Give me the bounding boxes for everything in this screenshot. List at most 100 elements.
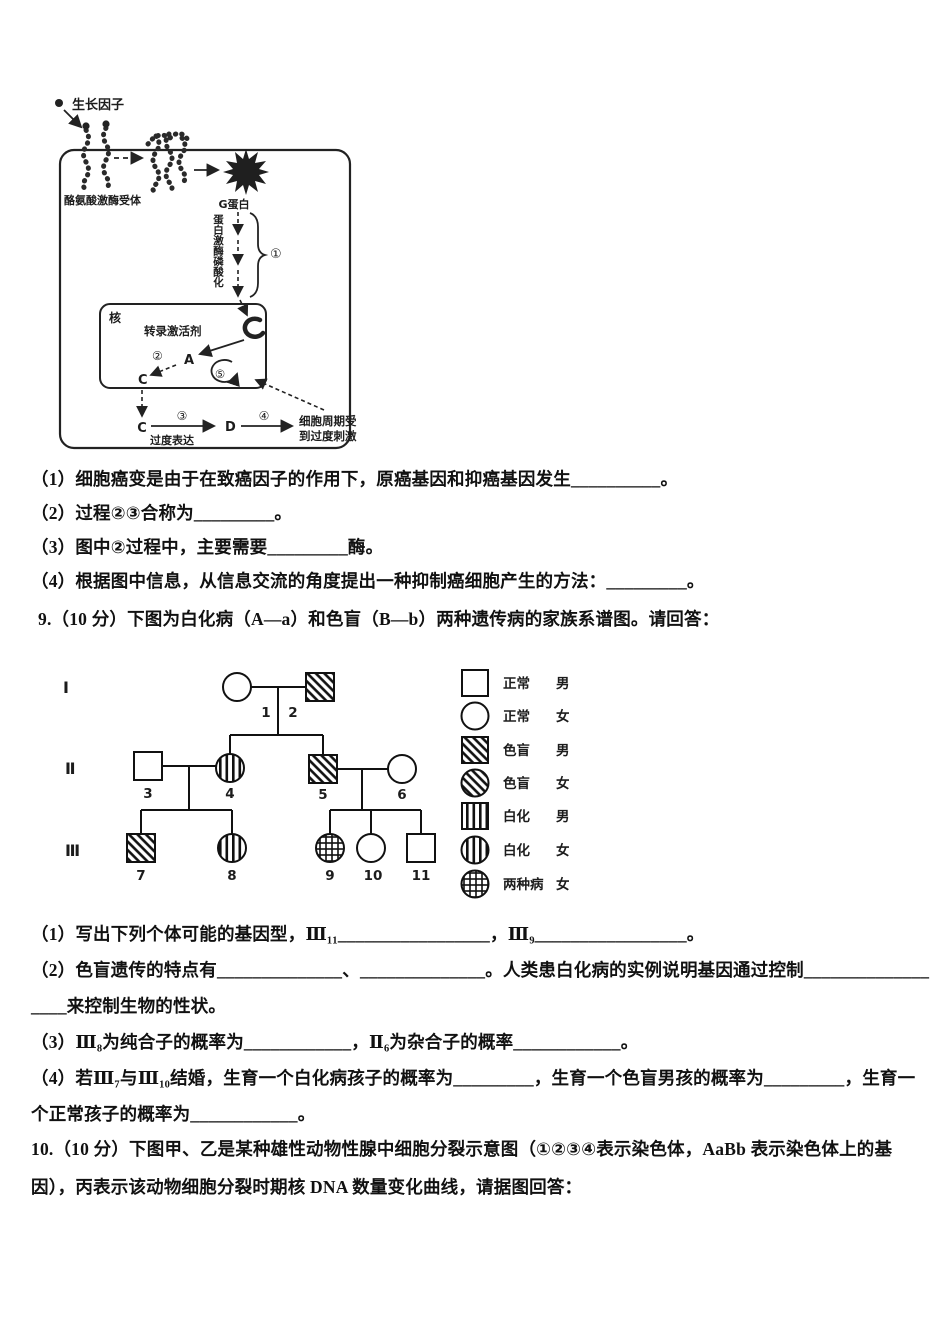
individual-III-9: [315, 833, 345, 863]
cascade-to-nucleus-arrow: [237, 299, 249, 317]
q9-question-3: （3）Ⅲ₈为纯合子的概率为____________，Ⅱ₆为杂合子的概率_____…: [31, 1032, 639, 1052]
svg-text:4: 4: [225, 786, 234, 802]
legend-shape-square-empty: [461, 669, 489, 697]
legend-disease-1: 正常: [503, 708, 530, 725]
growth-factor-dot: [55, 99, 63, 107]
q9-question-4-cont: 个正常孩子的概率为____________。: [31, 1104, 316, 1124]
svg-text:5: 5: [318, 787, 327, 803]
overexpression-label: 过度表达: [150, 433, 194, 447]
q8-question-1: （1）细胞癌变是由于在致癌因子的作用下，原癌基因和抑癌基因发生_________…: [31, 469, 679, 489]
cytoplasmC-label: C: [137, 421, 147, 436]
activator-blob: [242, 316, 266, 339]
step3-label: ③: [177, 409, 188, 423]
legend-sex-3: 女: [556, 775, 570, 792]
cancer-pathway-figure: 生长因子 酪氨酸激酶受体 G蛋白 蛋白激酶磷酸化: [55, 97, 357, 450]
q10-stem-line2: 因），丙表示该动物细胞分裂时期核 DNA 数量变化曲线，请据图回答：: [31, 1177, 583, 1197]
legend-disease-6: 两种病: [503, 876, 544, 893]
svg-text:8: 8: [227, 868, 236, 884]
cascade-label: 蛋白激酶磷酸化: [212, 214, 224, 288]
step4-label: ④: [259, 409, 270, 423]
q9-question-2: （2）色盲遗传的特点有______________、______________…: [31, 960, 930, 980]
effect-label-line1: 细胞周期受: [299, 414, 357, 428]
generation-label-3: Ⅲ: [65, 841, 80, 860]
legend-sex-1: 女: [556, 708, 570, 725]
individual-III-11: [406, 833, 436, 863]
legend-shape-circle-diagonal: [460, 768, 490, 798]
legend-shape-circle-cross: [460, 869, 490, 899]
replication-loop: [210, 359, 240, 388]
legend-disease-2: 色盲: [503, 742, 530, 759]
svg-text:2: 2: [288, 705, 297, 721]
feedback-arrow: [254, 378, 325, 411]
q8-question-4: （4）根据图中信息，从信息交流的角度提出一种抑制癌细胞产生的方法：_______…: [31, 571, 705, 591]
pedigree-numbers: 1 2 3 4 5 6 7 8 9 10 11: [136, 705, 430, 884]
q9-questions: （1）写出下列个体可能的基因型，Ⅲ₁₁_________________，Ⅲ₉_…: [31, 916, 931, 1132]
pedigree-legend: 正常 男 正常 女 色盲 男 色盲 女 白化 男 白化 女 两种病 女: [460, 669, 570, 899]
svg-text:6: 6: [397, 787, 406, 803]
legend-sex-0: 男: [556, 676, 570, 692]
growth-factor-arrow: [63, 109, 83, 129]
svg-text:1: 1: [261, 705, 270, 721]
individual-II-5: [308, 754, 338, 784]
pedigree-lines: [140, 686, 422, 834]
svg-text:9: 9: [325, 868, 334, 884]
receptor-label: 酪氨酸激酶受体: [64, 193, 142, 207]
step2-label: ②: [152, 349, 163, 363]
individual-III-8: [217, 833, 247, 863]
individual-III-7: [126, 833, 156, 863]
generation-label-1: Ⅰ: [63, 678, 69, 697]
q9-question-2-cont: ____来控制生物的性状。: [31, 996, 227, 1016]
productC-nucleus-label: C: [138, 373, 148, 388]
q8-question-2: （2）过程②③合称为_________。: [31, 503, 293, 523]
svg-text:10: 10: [364, 868, 383, 884]
gprotein-label: G蛋白: [218, 197, 249, 211]
q9-question-1: （1）写出下列个体可能的基因型，Ⅲ₁₁_________________，Ⅲ₉_…: [31, 924, 705, 944]
nucleus-label: 核: [109, 310, 121, 325]
growth-factor-label: 生长因子: [72, 97, 124, 113]
legend-sex-5: 女: [556, 842, 570, 859]
tyrosine-kinase-receptor: [81, 125, 111, 193]
legend-disease-5: 白化: [503, 842, 531, 859]
svg-text:11: 11: [412, 868, 431, 884]
geneA-label: A: [184, 353, 194, 368]
legend-disease-4: 白化: [503, 808, 531, 825]
activated-receptor-complex: [145, 131, 191, 193]
loop-step-label: ⑤: [215, 367, 225, 381]
individual-I-2: [305, 672, 335, 702]
legend-disease-3: 色盲: [503, 775, 530, 792]
effect-label-line2: 到过度刺激: [299, 429, 357, 443]
q9-question-4: （4）若Ⅲ₇与Ⅲ₁₀结婚，生育一个白化病孩子的概率为_________，生育一个…: [31, 1068, 916, 1088]
legend-shape-circle-empty: [460, 701, 490, 731]
q8-question-3: （3）图中②过程中，主要需要_________酶。: [31, 537, 384, 557]
individual-I-1: [222, 672, 252, 702]
legend-shape-circle-vertical: [460, 835, 490, 865]
individual-II-4: [215, 753, 245, 783]
activator-to-geneA-arrow: [198, 339, 245, 357]
step1-label: ①: [270, 247, 282, 262]
q10-stem: 10.（10 分）下图甲、乙是某种雄性动物性腺中细胞分裂示意图（①②③④表示染色…: [31, 1130, 931, 1206]
legend-disease-0: 正常: [503, 675, 530, 692]
svg-text:3: 3: [143, 786, 152, 802]
legend-sex-2: 男: [556, 743, 570, 759]
legend-sex-6: 女: [556, 876, 570, 893]
q9-stem: 9.（10 分）下图为白化病（A—a）和色盲（B—b）两种遗传病的家族系谱图。请…: [38, 609, 720, 629]
q10-stem-line1: 10.（10 分）下图甲、乙是某种雄性动物性腺中细胞分裂示意图（①②③④表示染色…: [31, 1139, 893, 1159]
svg-text:7: 7: [136, 868, 145, 884]
proteinD-label: D: [225, 420, 236, 435]
generation-label-2: Ⅱ: [65, 759, 76, 778]
receptor-head-2: [102, 120, 110, 128]
q8-questions: （1）细胞癌变是由于在致癌因子的作用下，原癌基因和抑癌基因发生_________…: [31, 462, 931, 598]
nucleus: [99, 303, 267, 389]
receptor-head-1: [82, 122, 90, 130]
growth-factor-group: 生长因子: [55, 97, 124, 129]
pedigree-figure: Ⅰ Ⅱ Ⅲ: [63, 669, 570, 899]
legend-sex-4: 男: [556, 809, 570, 825]
activator-label: 转录激活剂: [144, 324, 202, 338]
cell-membrane: [58, 148, 352, 450]
individual-II-3: [133, 751, 163, 781]
gprotein-burst: [223, 149, 269, 195]
cascade-brace: [249, 212, 269, 298]
legend-shape-square-vertical: [461, 802, 489, 830]
individual-III-10: [356, 833, 386, 863]
